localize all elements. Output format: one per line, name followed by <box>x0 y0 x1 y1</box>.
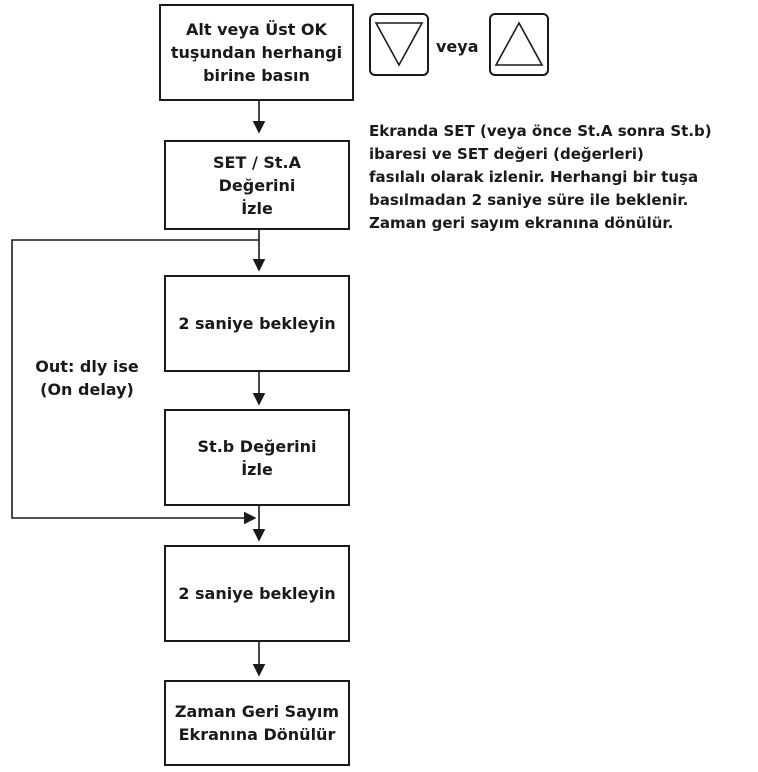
step-watch-stb-box: St.b Değerini İzle <box>164 409 350 506</box>
step-watch-set-box: SET / St.A Değerini İzle <box>164 140 350 230</box>
down-key-button <box>369 13 429 76</box>
step-wait1-box: 2 saniye bekleyin <box>164 275 350 372</box>
branch-loop-line <box>11 239 259 525</box>
description-note: Ekranda SET (veya önce St.A sonra St.b) … <box>369 122 712 232</box>
down-triangle-icon <box>374 22 424 67</box>
step-press-key-box: Alt veya Üst OK tuşundan herhangi birine… <box>159 4 354 101</box>
step-return-box: Zaman Geri Sayım Ekranına Dönülür <box>164 680 350 766</box>
step-wait2-box: 2 saniye bekleyin <box>164 545 350 642</box>
branch-label: Out: dly ise (On delay) <box>35 357 139 399</box>
key-separator-text: veya <box>436 37 479 56</box>
up-key-button <box>489 13 549 76</box>
up-triangle-icon <box>494 21 544 66</box>
